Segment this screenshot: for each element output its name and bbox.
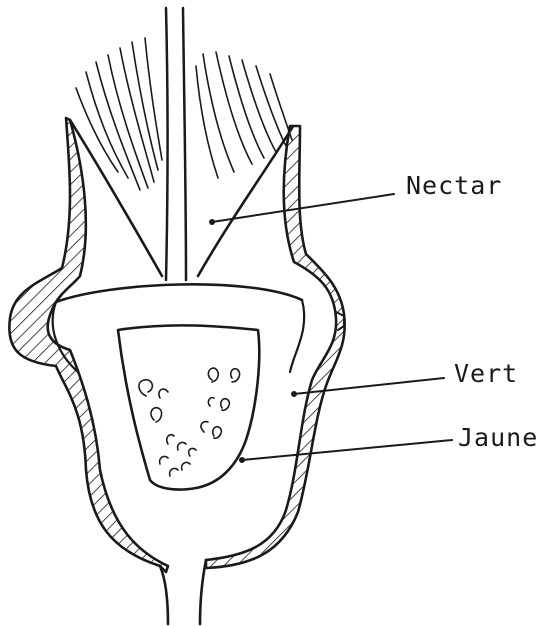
leader-lines xyxy=(212,194,452,460)
ovules xyxy=(139,368,240,476)
outer-wall-left xyxy=(9,118,168,572)
leader-dots xyxy=(209,219,297,463)
vert-leader-dot xyxy=(291,391,297,397)
jaune-leader-dot xyxy=(239,457,245,463)
outer-wall-right xyxy=(206,126,345,568)
nectar-chamber-walls xyxy=(70,120,292,276)
cup-inner-contour-right xyxy=(290,300,304,372)
label-nectar: Nectar xyxy=(406,171,502,200)
jaune-leader-line xyxy=(242,440,452,460)
label-vert: Vert xyxy=(454,359,518,388)
nectar-leader-dot xyxy=(209,219,215,225)
label-jaune: Jaune xyxy=(458,423,538,452)
ovary xyxy=(118,325,259,489)
nectary-disc-rim xyxy=(56,284,302,302)
central-stalk xyxy=(166,8,186,280)
